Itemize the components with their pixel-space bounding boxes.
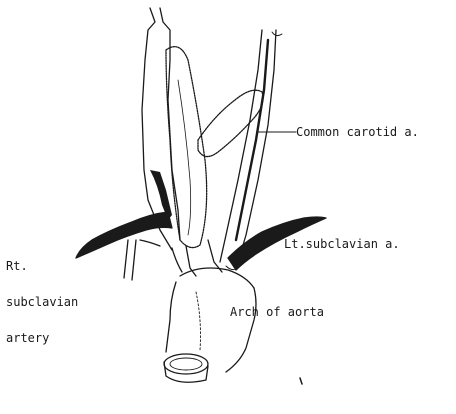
label-rt-subclavian-line3: artery [6, 332, 78, 344]
label-rt-subclavian-line1: Rt. [6, 260, 78, 272]
label-common-carotid: Common carotid a. [296, 126, 419, 138]
label-rt-subclavian: Rt. subclavian artery [6, 236, 78, 356]
left-lobe [166, 47, 207, 248]
label-arch-of-aorta: Arch of aorta [230, 306, 324, 318]
rt-subclavian-band [76, 212, 172, 258]
label-rt-subclavian-line2: subclavian [6, 296, 78, 308]
carotid-right-edge [238, 30, 276, 262]
aorta-arch [180, 268, 254, 288]
aorta-cut-end [164, 354, 208, 374]
label-lt-subclavian: Lt.subclavian a. [284, 238, 400, 250]
